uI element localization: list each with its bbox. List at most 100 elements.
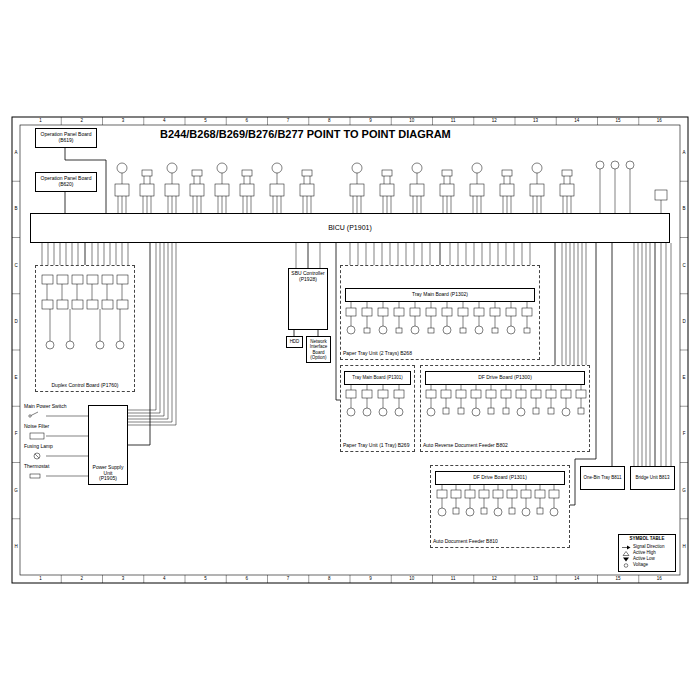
wire [144,176,145,184]
drawing-frame [12,117,688,583]
wire [128,243,129,265]
wire [47,284,48,300]
sensor-symbol [537,508,543,514]
legend-swatch [621,563,631,568]
wire [470,498,471,508]
wire [642,243,643,466]
node-text: Auto Reverse Document Feeder B802 [423,443,508,449]
grid-number: 5 [204,577,207,582]
wire [671,243,672,466]
legend-heading: SYMBOL TABLE [629,537,664,542]
grid-number: 1 [39,119,42,124]
wire [530,243,531,265]
connector-block [102,300,113,309]
wire-harness [555,243,556,365]
motor-symbol [117,163,127,173]
diagram-title: B244/B268/B269/B276/B277 POINT TO POINT … [160,128,451,141]
grid-tick [12,406,20,407]
grid-letter: B [14,207,17,212]
lamp-symbol [34,453,40,459]
wire [421,196,422,213]
wire [562,243,563,365]
connector-block [394,308,404,316]
node-text: Operation Panel Board (B620) [38,176,94,188]
board-box: Power Supply Unit(P1905) [88,405,128,485]
wire [383,302,384,308]
wire [512,498,513,508]
node-text: Duplex Control Board (P1760) [52,383,119,389]
connector-block [549,490,559,498]
wire [447,196,448,213]
wire [200,176,201,184]
wire [46,456,88,457]
wire [495,302,496,308]
connector-block [410,184,424,196]
wire [46,476,88,477]
wire [250,176,251,184]
wire [122,243,123,265]
wire [414,243,415,265]
sensor-symbol [578,408,584,414]
grid-tick [597,117,598,125]
connector-block [300,184,314,196]
wire [536,398,537,408]
board-box: DF Drive Board (P1301) [435,471,565,485]
grid-number: 14 [574,577,579,582]
switch-symbol [611,161,619,169]
sensor-symbol [562,170,572,176]
connector-block [362,308,372,316]
wire [54,243,55,265]
motor-symbol [532,163,542,173]
grid-number: 2 [81,119,84,124]
sensor-symbol [242,170,252,176]
grid-tick [515,575,516,583]
grid-number: 8 [328,119,331,124]
wire [277,196,278,213]
grid-number: 6 [246,119,249,124]
wire [510,176,511,184]
wire [391,196,392,213]
wire [564,176,565,184]
wire [251,196,252,213]
sensor-symbol [453,508,459,514]
wire [50,309,51,341]
connector-block [378,390,388,398]
board-box: Network Interface Board (Option) [306,336,331,363]
motor-symbol [46,341,54,349]
wire [197,196,198,213]
connector-block [57,300,68,309]
grid-tick [350,575,351,583]
wire [526,485,527,490]
grid-tick [638,117,639,125]
connector-block [530,184,544,196]
grid-number: 16 [657,577,662,582]
connector-block [561,390,571,398]
sensor-symbol [488,408,494,414]
wire [482,243,483,265]
wire [406,243,407,265]
grid-number: 14 [574,119,579,124]
connector-block [190,184,204,196]
wire [150,176,151,184]
connector-block [441,390,451,398]
wire [384,176,385,184]
wire [118,196,119,213]
grid-letter: D [682,320,685,325]
wire [310,176,311,184]
connector-block [490,308,500,316]
wire [446,385,447,390]
connector-block [451,490,461,498]
connector-block [362,390,372,398]
grid-tick [12,181,20,182]
grid-letter: H [14,545,17,550]
sensor-symbol [382,170,392,176]
connector-block [531,390,541,398]
wire [222,196,223,213]
motor-symbol [494,508,502,516]
node-text: Operation Panel Board (B619) [38,132,94,144]
wire [661,243,662,466]
connector-block [560,184,574,196]
wire [506,243,507,265]
motor-symbol [347,326,355,334]
wire [399,302,400,308]
